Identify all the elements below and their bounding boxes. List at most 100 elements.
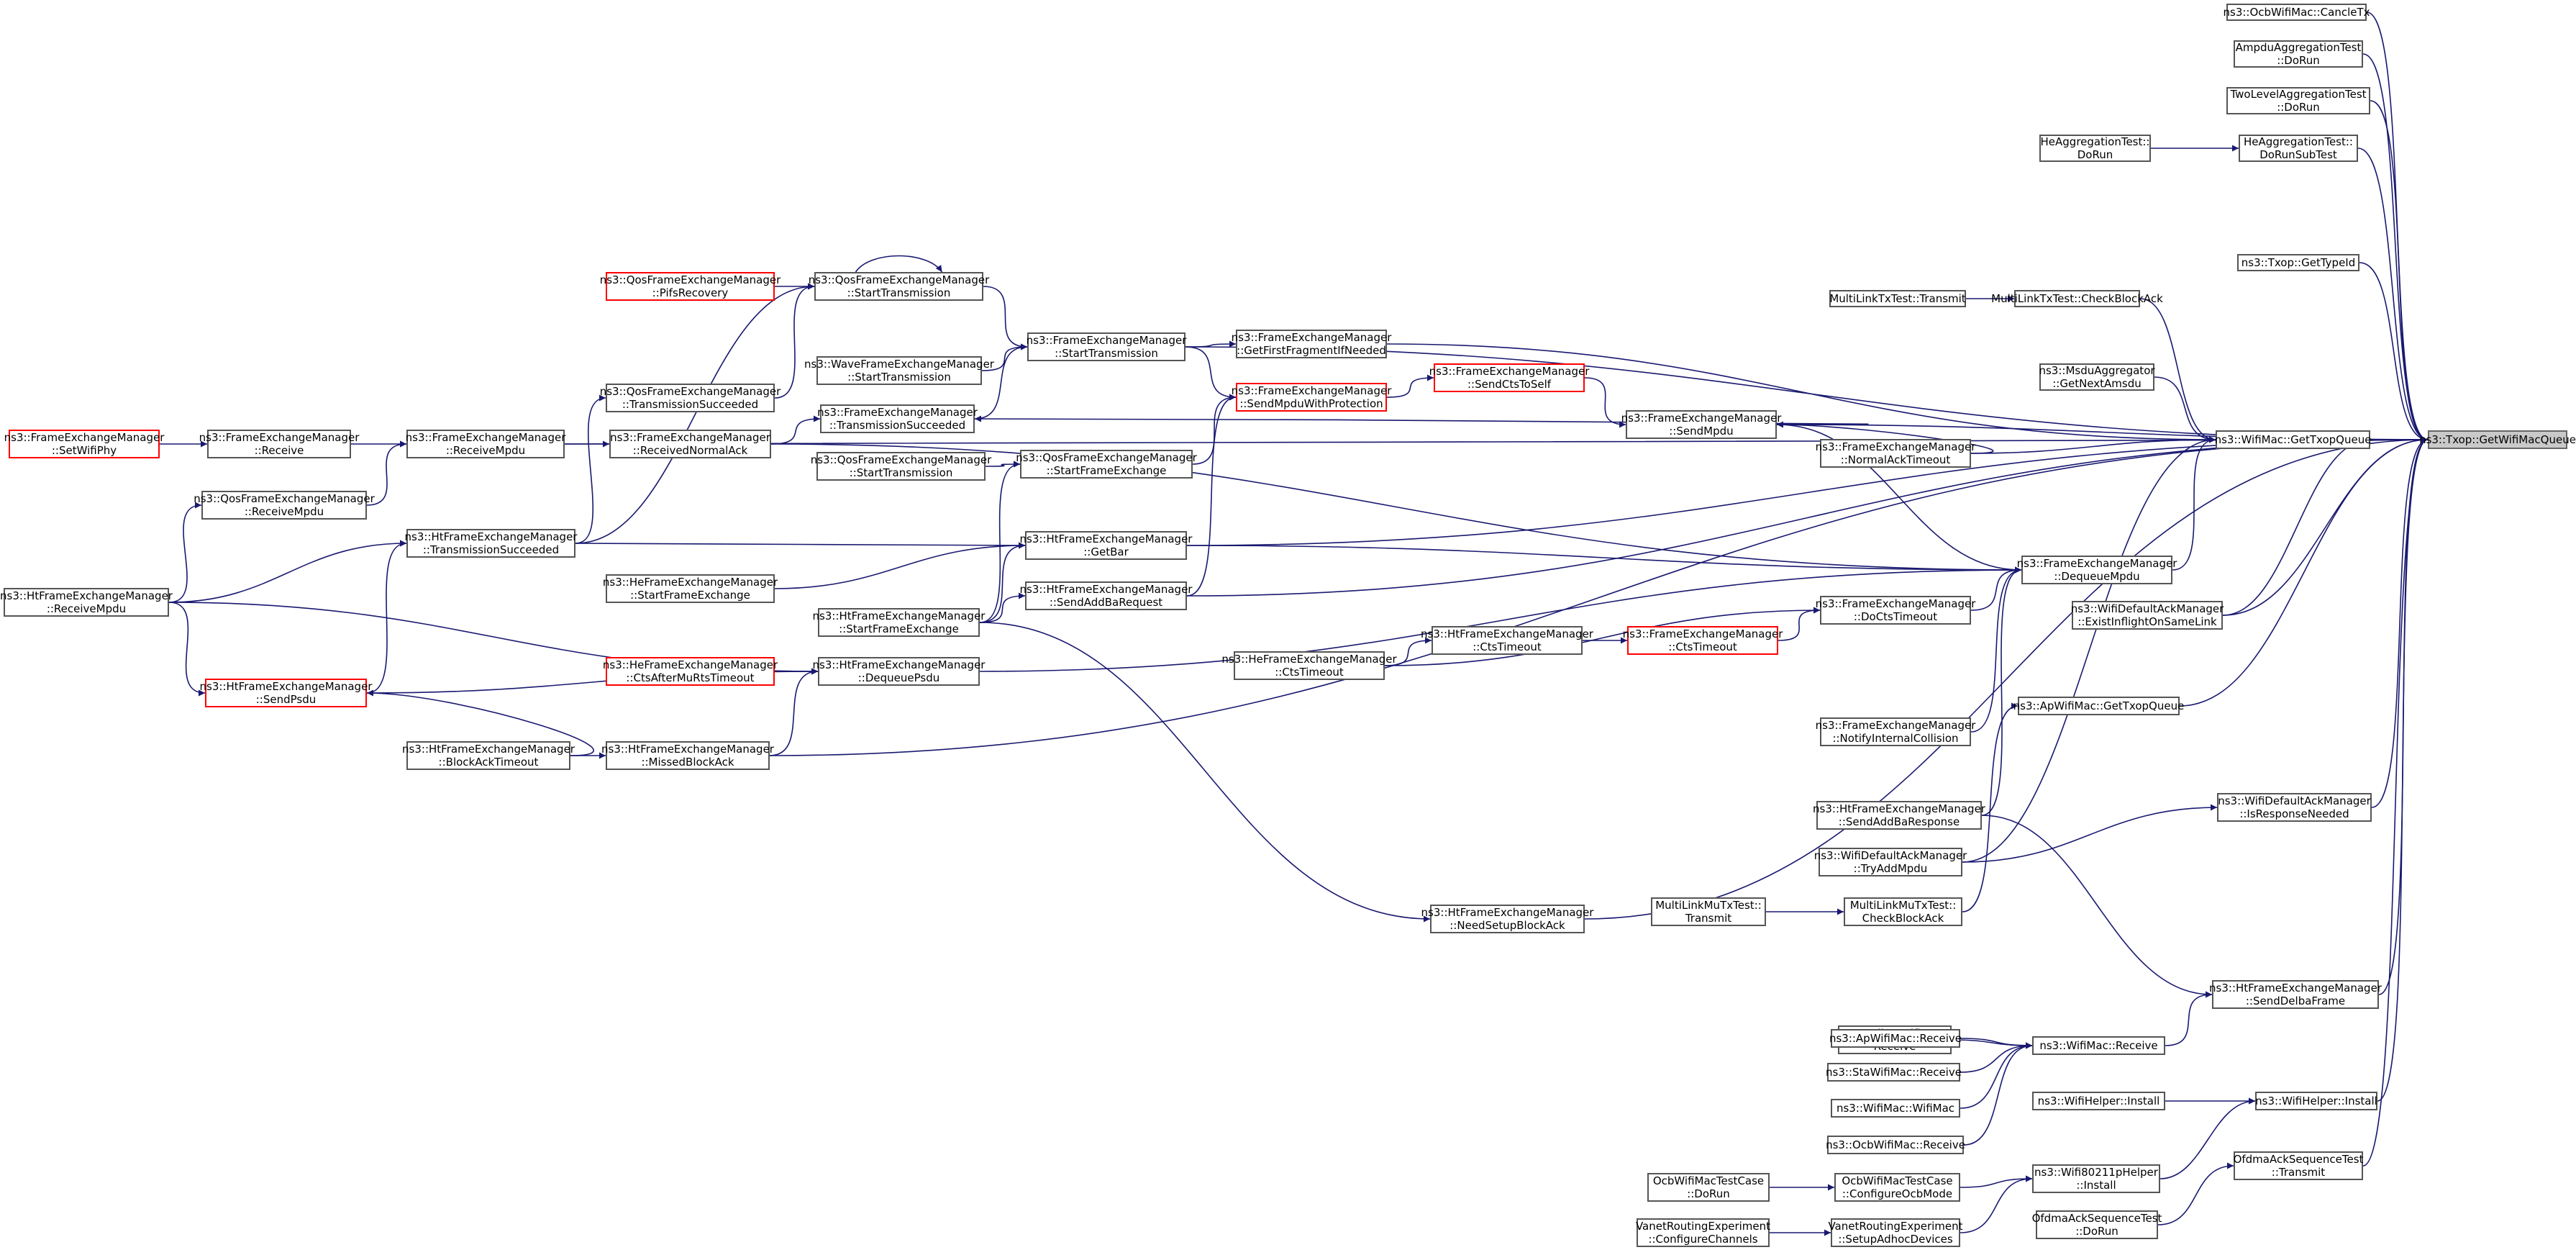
node-htfem-bat[interactable]: ns3::HtFrameExchangeManager::BlockAckTim… (402, 741, 575, 770)
node-htfem-nsba[interactable]: ns3::HtFrameExchangeManager::NeedSetupBl… (1421, 905, 1593, 933)
node-label-line: ::SendAddBaRequest (1049, 596, 1163, 609)
node-qfem-st[interactable]: ns3::QosFrameExchangeManager::StartTrans… (809, 272, 989, 301)
node-fem-nic[interactable]: ns3::FrameExchangeManager::NotifyInterna… (1816, 717, 1975, 746)
node-label-line: ::SendMpduWithProtection (1239, 397, 1383, 410)
node-htfem-spsdu[interactable]: ns3::HtFrameExchangeManager::SendPsdu (200, 679, 372, 707)
node-w80211p[interactable]: ns3::Wifi80211pHelper::Install (2032, 1164, 2160, 1193)
node-hefem-camr[interactable]: ns3::HeFrameExchangeManager::CtsAfterMuR… (603, 657, 778, 686)
node-htfem-saba[interactable]: ns3::HtFrameExchangeManager::SendAddBaRe… (1813, 801, 1985, 830)
node-ocbtc-run[interactable]: OcbWifiMacTestCase::DoRun (1647, 1173, 1770, 1202)
edge-hefem-cts-to-fem-dct (1384, 607, 1821, 666)
node-gettypeid[interactable]: ns3::Txop::GetTypeId (2237, 254, 2359, 271)
node-label-line: ::SetupAdhocDevices (1838, 1233, 1953, 1246)
node-htfem-cts[interactable]: ns3::HtFrameExchangeManager::CtsTimeout (1421, 626, 1593, 655)
node-label-line: TwoLevelAggregationTest (2230, 88, 2367, 101)
node-hefem-sfe[interactable]: ns3::HeFrameExchangeManager::StartFrameE… (602, 574, 778, 603)
node-heagg-sub[interactable]: HeAggregationTest::DoRunSubTest (2239, 135, 2358, 162)
node-mltx-cba[interactable]: MultiLinkTxTest::CheckBlockAck (1991, 290, 2163, 307)
node-ocbtc-cfg[interactable]: OcbWifiMacTestCase::ConfigureOcbMode (1834, 1173, 1960, 1202)
node-gettxopqueue[interactable]: ns3::WifiMac::GetTxopQueue (2215, 430, 2371, 449)
node-htfem-ts[interactable]: ns3::HtFrameExchangeManager::Transmissio… (405, 529, 577, 558)
node-mlmu-tr[interactable]: MultiLinkMuTxTest::Transmit (1651, 897, 1766, 926)
node-ap-rx[interactable]: ns3::ApWifiMac::Receive (1829, 1029, 1962, 1048)
node-qfem-ts[interactable]: ns3::QosFrameExchangeManager::Transmissi… (600, 384, 780, 412)
node-fem-smpdu[interactable]: ns3::FrameExchangeManager::SendMpdu (1621, 410, 1781, 439)
node-label-line: ns3::HtFrameExchangeManager (812, 610, 986, 622)
node-htfem-dpsdu[interactable]: ns3::HtFrameExchangeManager::DequeuePsdu (813, 657, 985, 686)
node-wdam-tam[interactable]: ns3::WifiDefaultAckManager::TryAddMpdu (1814, 848, 1967, 876)
node-root[interactable]: ns3::Txop::GetWifiMacQueue (2419, 430, 2576, 449)
node-label-line: ns3::HtFrameExchangeManager (1019, 533, 1193, 545)
edge-htfem-saddba-to-fem-smwp (1186, 394, 1237, 597)
node-apwm-gtq[interactable]: ns3::ApWifiMac::GetTxopQueue (2013, 697, 2184, 715)
node-label-line: ::SetWifiPhy (51, 444, 117, 457)
node-label-line: ::Transmit (2271, 1166, 2326, 1179)
node-label-line: ns3::HeFrameExchangeManager (602, 576, 778, 589)
node-wave-st[interactable]: ns3::WaveFrameExchangeManager::StartTran… (804, 356, 994, 385)
node-label-line: ::IsResponseNeeded (2239, 807, 2349, 820)
node-fem-nat[interactable]: ns3::FrameExchangeManager::NormalAckTime… (1816, 439, 1975, 468)
node-fem-rmpdu[interactable]: ns3::FrameExchangeManager::ReceiveMpdu (406, 430, 565, 458)
node-mlmu-cba[interactable]: MultiLinkMuTxTest::CheckBlockAck (1844, 897, 1962, 926)
node-fem-swp[interactable]: ns3::FrameExchangeManager::SetWifiPhy (4, 430, 164, 458)
edge-wdam-eif-to-root (2222, 436, 2429, 616)
node-label-line: ns3::HeFrameExchangeManager (1221, 653, 1397, 666)
node-heagg-run[interactable]: HeAggregationTest::DoRun (2039, 135, 2151, 162)
node-wm-rx[interactable]: ns3::WifiMac::Receive (2032, 1036, 2165, 1055)
node-htfem-mba[interactable]: ns3::HtFrameExchangeManager::MissedBlock… (601, 741, 774, 770)
node-wh-inst-r[interactable]: ns3::WifiHelper::Install (2255, 1092, 2377, 1110)
node-wh-inst-l[interactable]: ns3::WifiHelper::Install (2032, 1092, 2165, 1110)
node-fem-cts[interactable]: ns3::FrameExchangeManager::CtsTimeout (1623, 626, 1783, 655)
node-fem-dct[interactable]: ns3::FrameExchangeManager::DoCtsTimeout (1816, 596, 1975, 625)
node-vre-sad[interactable]: VanetRoutingExperiment::SetupAdhocDevice… (1828, 1218, 1963, 1247)
node-wdam-eif[interactable]: ns3::WifiDefaultAckManager::ExistInfligh… (2071, 601, 2224, 630)
node-ofdma-run[interactable]: OfdmaAckSequenceTest::DoRun (2032, 1210, 2162, 1239)
node-wdam-irn[interactable]: ns3::WifiDefaultAckManager::IsResponseNe… (2217, 793, 2372, 822)
node-ocb-rx[interactable]: ns3::OcbWifiMac::Receive (1826, 1136, 1965, 1154)
node-ofdma-tr[interactable]: OfdmaAckSequenceTest::Transmit (2234, 1151, 2363, 1180)
node-fem-smwp[interactable]: ns3::FrameExchangeManager::SendMpduWithP… (1232, 383, 1391, 412)
node-fem-dq[interactable]: ns3::FrameExchangeManager::DequeueMpdu (2017, 556, 2177, 584)
edge-qfem-st-to-fem-st (983, 286, 1028, 350)
node-mltx-tr[interactable]: MultiLinkTxTest::Transmit (1829, 290, 1966, 307)
edge-fem-dct-to-fem-dq (1970, 566, 2022, 611)
node-label-line: ::ReceiveMpdu (244, 505, 324, 518)
node-htfem-gb[interactable]: ns3::HtFrameExchangeManager::GetBar (1020, 531, 1192, 560)
node-wm-wm[interactable]: ns3::WifiMac::WifiMac (1831, 1099, 1960, 1118)
node-label-line: ::Receive (254, 444, 304, 457)
node-qfem-pifs[interactable]: ns3::QosFrameExchangeManager::PifsRecove… (600, 272, 780, 301)
node-label-line: ns3::StaWifiMac::Receive (1826, 1066, 1962, 1079)
node-qfem-rmpdu[interactable]: ns3::QosFrameExchangeManager::ReceiveMpd… (194, 491, 375, 520)
node-twolevel[interactable]: TwoLevelAggregationTest::DoRun (2226, 87, 2370, 114)
node-cancletx[interactable]: ns3::OcbWifiMac::CancleTx (2224, 4, 2370, 21)
node-fem-rx[interactable]: ns3::FrameExchangeManager::Receive (199, 430, 359, 458)
edge-hefem-cts-to-htfem-cts (1384, 637, 1432, 666)
node-htfem-sfe[interactable]: ns3::HtFrameExchangeManager::StartFrameE… (813, 608, 985, 637)
node-htfem-rmpdu[interactable]: ns3::HtFrameExchangeManager::ReceiveMpdu (0, 588, 173, 617)
node-htfem-sdf[interactable]: ns3::HtFrameExchangeManager::SendDelbaFr… (2209, 980, 2382, 1009)
node-htfem-saddba[interactable]: ns3::HtFrameExchangeManager::SendAddBaRe… (1020, 581, 1192, 610)
node-fem-rna[interactable]: ns3::FrameExchangeManager::ReceivedNorma… (609, 430, 771, 458)
node-label-line: ::DoCtsTimeout (1853, 610, 1938, 623)
node-label-line: ::BlockAckTimeout (438, 756, 539, 769)
node-label-line: ::ConfigureOcbMode (1842, 1187, 1953, 1200)
edge-fem-smwp-to-fem-scts (1386, 374, 1434, 398)
node-hefem-cts[interactable]: ns3::HeFrameExchangeManager::CtsTimeout (1221, 651, 1397, 680)
node-label-line: ::DoRun (2075, 1225, 2118, 1238)
edge-heagg-sub-to-root (2357, 148, 2429, 443)
node-fem-st[interactable]: ns3::FrameExchangeManager::StartTransmis… (1027, 332, 1186, 361)
node-fem-ts[interactable]: ns3::FrameExchangeManager::TransmissionS… (817, 404, 978, 433)
node-msdu[interactable]: ns3::MsduAggregator::GetNextAmsdu (2039, 363, 2155, 391)
node-label-line: ns3::FrameExchangeManager (610, 431, 770, 444)
node-sta-rx[interactable]: ns3::StaWifiMac::Receive (1826, 1063, 1962, 1082)
node-label-line: ns3::HtFrameExchangeManager (601, 743, 774, 756)
node-ampdu[interactable]: AmpduAggregationTest::DoRun (2234, 40, 2363, 68)
node-fem-gff[interactable]: ns3::FrameExchangeManager::GetFirstFragm… (1232, 330, 1391, 358)
node-label-line: ::TransmissionSucceeded (422, 543, 560, 556)
node-label-line: ns3::QosFrameExchangeManager (810, 453, 992, 466)
node-fem-scts[interactable]: ns3::FrameExchangeManager::SendCtsToSelf (1429, 363, 1589, 392)
node-vre-cc[interactable]: VanetRoutingExperiment::ConfigureChannel… (1636, 1218, 1770, 1247)
node-qos-st-only[interactable]: ns3::QosFrameExchangeManager::StartTrans… (811, 452, 991, 481)
edge-htfem-bat-to-htfem-spsdu (366, 689, 594, 756)
node-qfem-sfe[interactable]: ns3::QosFrameExchangeManager::StartFrame… (1016, 450, 1197, 479)
